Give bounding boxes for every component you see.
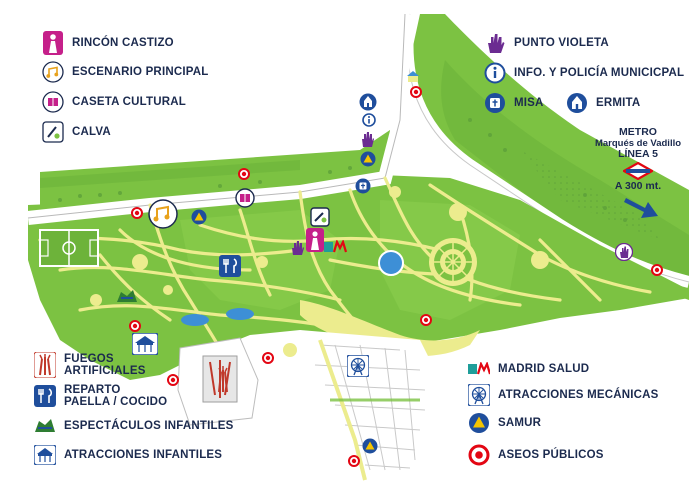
theater-icon bbox=[117, 290, 137, 302]
legend-label: PUNTO VIOLETA bbox=[514, 37, 609, 49]
football-pitch bbox=[39, 229, 99, 267]
cutlery-icon bbox=[219, 255, 241, 277]
legend-atracciones-infantiles: ATRACCIONES INFANTILES bbox=[34, 444, 222, 466]
carousel-icon bbox=[34, 444, 56, 466]
legend-atracciones-mecanicas: ATRACCIONES MECÁNICAS bbox=[468, 384, 659, 406]
ferris-wheel-icon bbox=[347, 355, 369, 377]
calva-icon bbox=[310, 207, 330, 227]
theater-icon bbox=[34, 415, 56, 437]
legend-label: CASETA CULTURAL bbox=[72, 96, 186, 108]
legend-label: MISA bbox=[514, 97, 544, 109]
south-grid bbox=[300, 330, 440, 481]
legend-rincon-castizo: RINCÓN CASTIZO bbox=[42, 31, 174, 55]
metro-line: LÍNEA 5 bbox=[618, 148, 658, 160]
book-icon bbox=[42, 91, 64, 113]
metro-title: METRO bbox=[619, 126, 657, 138]
metro-logo-icon bbox=[623, 162, 653, 180]
madrid-salud-icon bbox=[468, 358, 490, 380]
toilet-marker-icon bbox=[238, 168, 250, 180]
legend-caseta-cultural: CASETA CULTURAL bbox=[42, 91, 186, 113]
violet-hand-icon bbox=[362, 132, 374, 147]
info-icon bbox=[484, 62, 506, 84]
toilet-marker-icon bbox=[420, 314, 432, 326]
ermita-icon bbox=[359, 93, 377, 111]
cutlery-icon bbox=[34, 385, 56, 407]
carousel-icon bbox=[132, 333, 158, 355]
pond bbox=[378, 250, 404, 276]
toilet-marker-icon bbox=[167, 374, 179, 386]
legend-label: ATRACCIONES MECÁNICAS bbox=[498, 389, 659, 401]
legend-label: CALVA bbox=[72, 126, 111, 138]
lake-west bbox=[181, 314, 209, 326]
legend-calva: CALVA bbox=[42, 121, 111, 143]
rincon-castizo-icon bbox=[42, 31, 64, 55]
samur-triangle-icon bbox=[362, 438, 378, 454]
metro-direction-arrow bbox=[624, 198, 658, 218]
toilet-marker-icon bbox=[410, 86, 422, 98]
legend-label: MADRID SALUD bbox=[498, 363, 590, 375]
legend-fuegos-artificiales: FUEGOS ARTIFICIALES bbox=[34, 352, 146, 378]
ferris-wheel-icon bbox=[468, 384, 490, 406]
legend-ermita: ERMITA bbox=[566, 92, 640, 114]
legend-label: INFO. Y POLICÍA MUNICICPAL bbox=[514, 67, 685, 79]
carousel-icon bbox=[407, 71, 419, 82]
legend-madrid-salud: MADRID SALUD bbox=[468, 358, 589, 380]
legend-label: SAMUR bbox=[498, 417, 542, 429]
legend-label: REPARTO PAELLA / COCIDO bbox=[64, 384, 168, 408]
central-plaza bbox=[300, 300, 480, 357]
info-icon bbox=[362, 113, 376, 127]
legend-samur: SAMUR bbox=[468, 412, 541, 434]
legend-reparto-paella: REPARTO PAELLA / COCIDO bbox=[34, 384, 167, 408]
legend-aseos-publicos: ASEOS PÚBLICOS bbox=[468, 444, 604, 466]
book-icon bbox=[235, 188, 255, 208]
lake-east bbox=[226, 308, 254, 320]
toilet-marker-icon bbox=[651, 264, 663, 276]
formal-garden bbox=[429, 238, 477, 286]
metro-station: Marqués de Vadillo bbox=[594, 138, 682, 149]
toilet-marker-icon bbox=[129, 320, 141, 332]
violet-hand-icon bbox=[292, 241, 304, 255]
legend-label: ASEOS PÚBLICOS bbox=[498, 449, 604, 461]
legend-label: FUEGOS ARTIFICIALES bbox=[64, 353, 146, 377]
calva-icon bbox=[42, 121, 64, 143]
misa-icon bbox=[355, 178, 371, 194]
metro-distance: A 300 mt. bbox=[614, 180, 662, 192]
toilet-marker-icon bbox=[468, 444, 490, 466]
legend-info-policia: INFO. Y POLICÍA MUNICICPAL bbox=[484, 62, 684, 84]
legend-espectaculos-infantiles: ESPECTÁCULOS INFANTILES bbox=[34, 415, 233, 437]
ermita-icon bbox=[566, 92, 588, 114]
legend-label: ESPECTÁCULOS INFANTILES bbox=[64, 420, 234, 432]
toilet-marker-icon bbox=[131, 207, 143, 219]
legend-label: ERMITA bbox=[596, 97, 641, 109]
legend-label: RINCÓN CASTIZO bbox=[72, 37, 174, 49]
legend-misa: MISA bbox=[484, 92, 544, 114]
legend-label: ATRACCIONES INFANTILES bbox=[64, 449, 223, 461]
toilet-marker-icon bbox=[348, 455, 360, 467]
legend-escenario-principal: ESCENARIO PRINCIPAL bbox=[42, 61, 209, 83]
metro-info: METRO Marqués de Vadillo LÍNEA 5 A 300 m… bbox=[590, 127, 686, 192]
fireworks-icon bbox=[34, 352, 56, 378]
samur-triangle-icon bbox=[468, 412, 490, 434]
samur-triangle-icon bbox=[360, 151, 376, 167]
madrid-salud-icon bbox=[324, 240, 348, 253]
legend-label: ESCENARIO PRINCIPAL bbox=[72, 66, 209, 78]
music-notes-icon bbox=[148, 199, 178, 229]
toilet-marker-icon bbox=[262, 352, 274, 364]
legend-punto-violeta: PUNTO VIOLETA bbox=[484, 32, 609, 54]
music-notes-icon bbox=[42, 61, 64, 83]
rincon-castizo-icon bbox=[306, 228, 324, 252]
violet-hand-icon bbox=[615, 243, 633, 261]
violet-hand-icon bbox=[484, 32, 506, 54]
samur-triangle-icon bbox=[191, 209, 207, 225]
misa-icon bbox=[484, 92, 506, 114]
fireworks-icon bbox=[218, 366, 228, 393]
